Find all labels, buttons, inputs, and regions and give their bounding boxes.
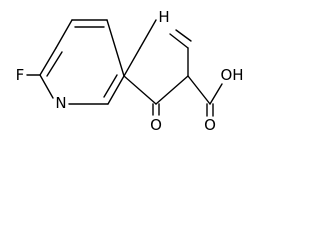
bond-c8a-nh — [123, 47, 141, 77]
atom-oh: OH — [220, 66, 243, 84]
bond-c8a-c8 — [106, 19, 125, 77]
bond-c6-c5-inner — [46, 51, 63, 77]
bond-nh-c2 — [139, 19, 157, 49]
bond-c7-c6 — [55, 19, 73, 49]
bond-c3-c4b — [155, 75, 189, 105]
bond-cacid-oh — [209, 83, 223, 105]
bond-c3-cacid — [187, 75, 211, 105]
bond-c4-c4a — [123, 75, 157, 105]
atom-fluorine: F — [16, 66, 25, 84]
bond-c2-c3 — [169, 33, 189, 49]
molecule-structure: H N F O OH O — [16, 8, 244, 134]
atom-oxygen-ketone: O — [150, 116, 162, 134]
bond-c4a-c8a — [107, 75, 125, 105]
atom-n-ring: N — [55, 94, 66, 112]
bond-c4a-c8a-inner — [103, 74, 118, 98]
bond-c6-c5 — [39, 47, 57, 76]
bond-c2-c3-inner — [175, 29, 192, 42]
bond-c5-n — [39, 74, 54, 99]
atom-oxygen-acid: O — [204, 116, 216, 134]
atom-nh: H — [158, 8, 169, 26]
